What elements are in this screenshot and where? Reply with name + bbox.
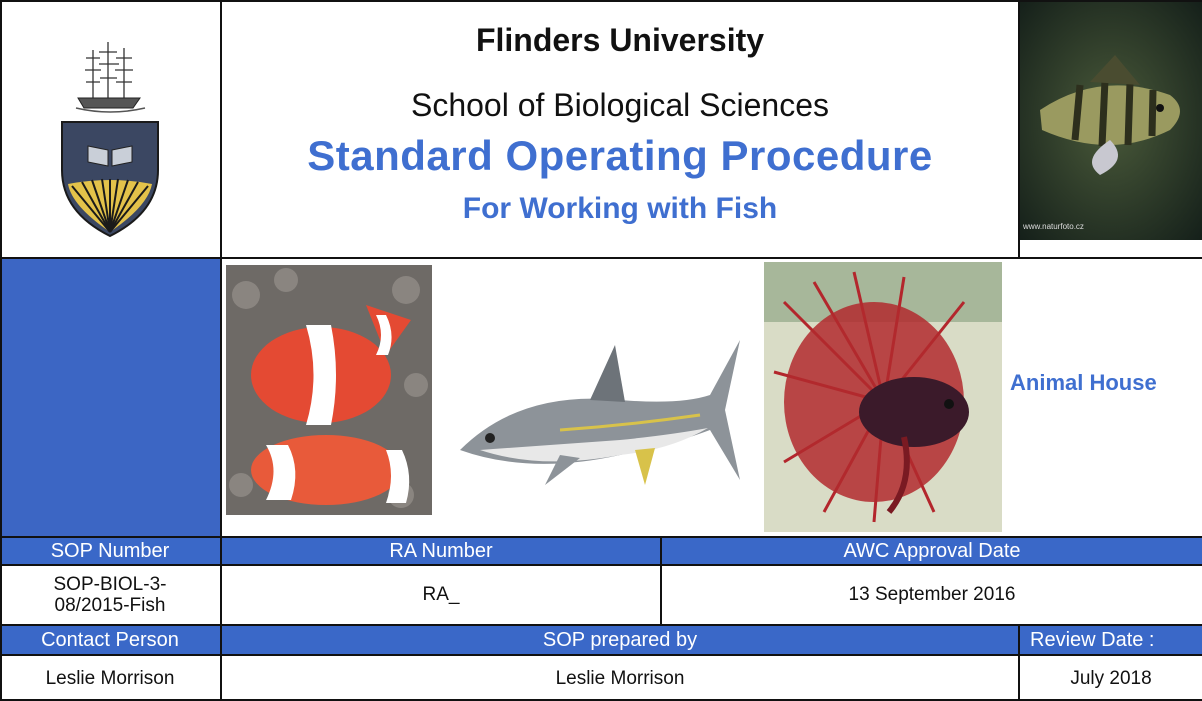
grid-line — [0, 654, 1202, 656]
grid-line — [1018, 626, 1020, 701]
header-contact-person: Contact Person — [0, 626, 220, 654]
header-sop-prepared-by: SOP prepared by — [222, 626, 1018, 654]
grid-line — [0, 624, 1202, 626]
university-crest — [0, 0, 222, 258]
contact-person-value: Leslie Morrison — [45, 667, 175, 689]
perch-photo — [1020, 0, 1202, 240]
university-name: Flinders University — [475, 22, 765, 58]
grid-line — [0, 257, 1202, 259]
grid-line — [220, 0, 222, 701]
ra-number-value: RA_ — [422, 584, 460, 605]
tuna-illustration — [440, 280, 740, 530]
header-awc-approval-date: AWC Approval Date — [662, 538, 1202, 564]
header-review-date: Review Date : — [1020, 626, 1202, 654]
grid-line — [0, 0, 2, 701]
side-panel — [0, 258, 222, 536]
grid-line — [0, 536, 1202, 538]
title-block: Flinders University School of Biological… — [222, 0, 1018, 258]
photo-caption: www.naturfoto.cz — [1023, 222, 1084, 231]
clownfish-photo — [226, 265, 432, 515]
crest-logo — [61, 42, 159, 238]
prepared-by-value: Leslie Morrison — [555, 667, 685, 689]
grid-line — [0, 699, 1202, 701]
sop-number-value: SOP-BIOL-3-08/2015-Fish — [53, 574, 167, 616]
header-ra-number: RA Number — [222, 538, 660, 564]
school-name: School of Biological Sciences — [410, 87, 829, 123]
header-sop-number: SOP Number — [0, 538, 220, 564]
document-type-title: Standard Operating Procedure — [307, 132, 933, 179]
grid-line — [0, 0, 1202, 2]
grid-line — [660, 538, 662, 626]
grid-line — [1018, 0, 1020, 258]
grid-line — [0, 564, 1202, 566]
document-subtitle: For Working with Fish — [462, 192, 778, 225]
betta-fish-photo — [764, 262, 1002, 532]
animal-house-label: Animal House — [1010, 370, 1157, 395]
awc-approval-date-value: 13 September 2016 — [848, 584, 1016, 605]
review-date-value: July 2018 — [1070, 667, 1152, 689]
